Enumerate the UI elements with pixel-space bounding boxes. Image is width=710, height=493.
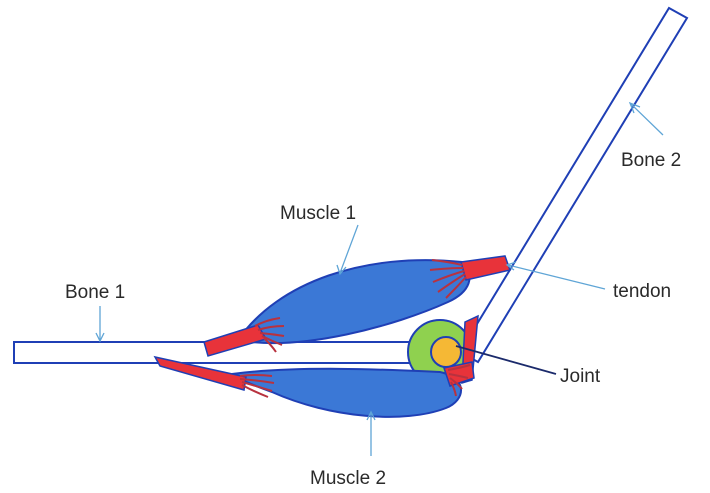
label-bone-2: Bone 2 [621,150,681,171]
label-muscle-2: Muscle 2 [310,468,386,489]
joint-core [431,337,461,367]
label-muscle-1: Muscle 1 [280,203,356,224]
label-bone-1: Bone 1 [65,282,125,303]
pointer-muscle-1 [337,225,358,274]
label-tendon: tendon [613,281,671,302]
muscle-1-tendon-right [461,256,510,280]
label-joint: Joint [560,366,601,387]
bone-2 [460,8,687,362]
pointer-muscle-2 [367,412,375,456]
pointer-bone-2 [630,103,663,135]
pointer-bone-1 [96,306,104,341]
